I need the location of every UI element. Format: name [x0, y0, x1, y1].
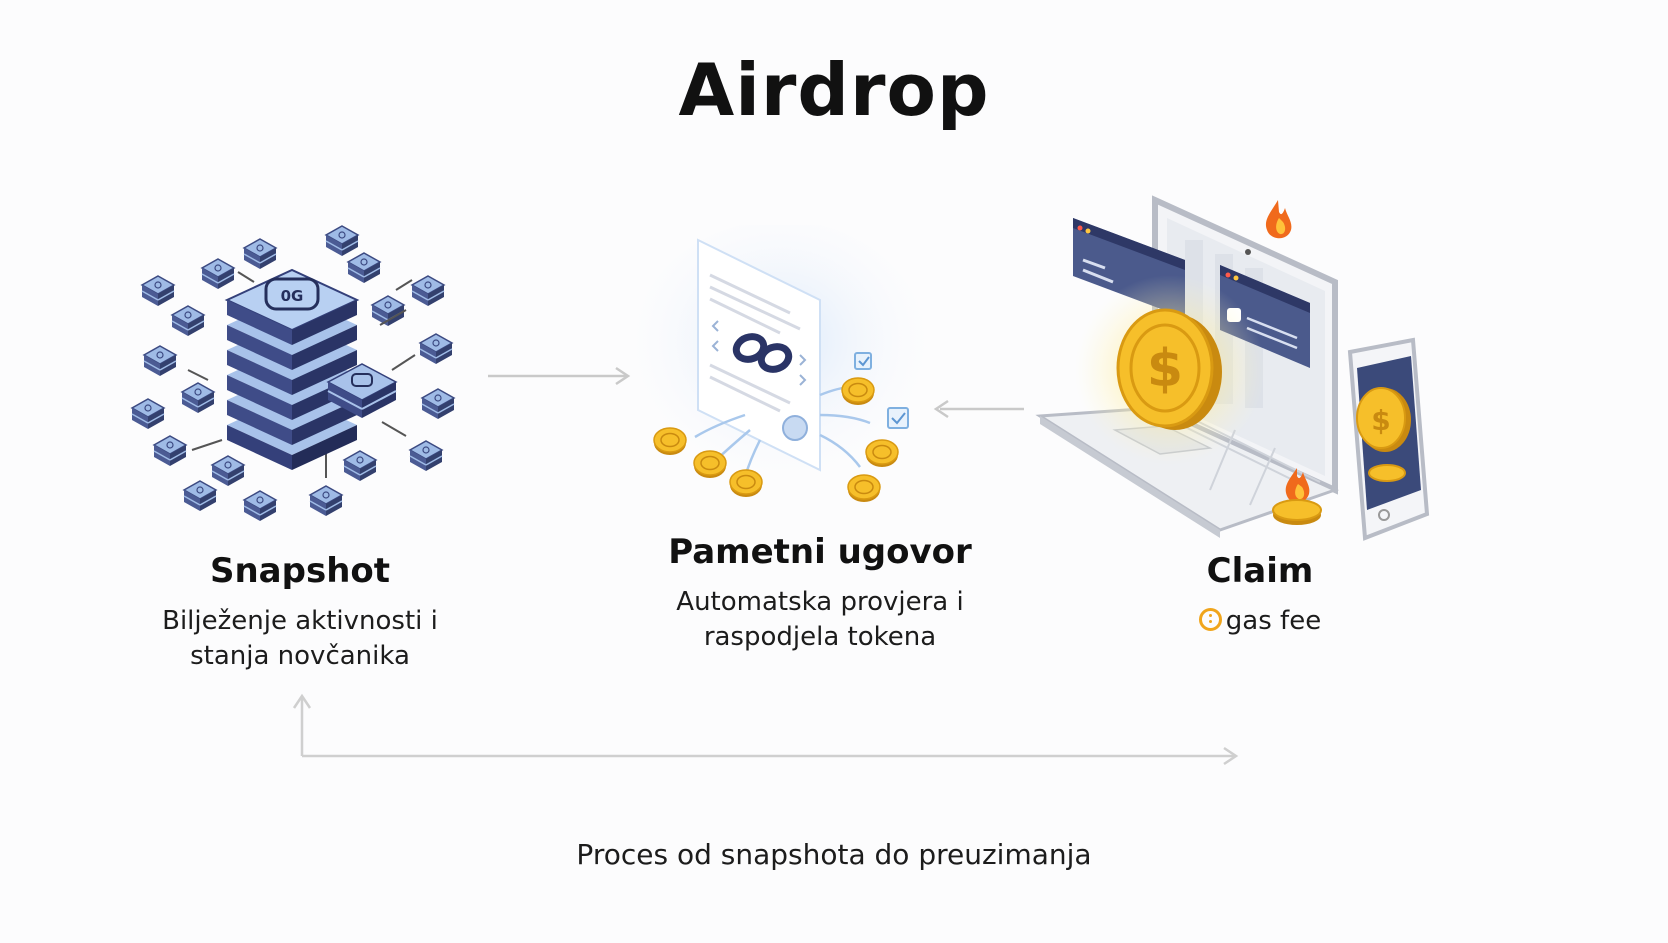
server-label: 0G [281, 287, 304, 305]
chain-link-icon [732, 333, 793, 373]
flame-icon [1265, 200, 1310, 503]
snapshot-illustration: 0G [131, 225, 455, 522]
flow-arrow-right [488, 366, 631, 386]
step-desc-claim: gas fee [1110, 604, 1410, 639]
coin-icon [1272, 499, 1322, 525]
gas-coin-icon [1198, 608, 1222, 631]
claim-illustration: $ $ [1035, 195, 1430, 541]
step-desc-snapshot: Bilježenje aktivnosti i stanja novčanika [110, 604, 490, 674]
process-caption: Proces od snapshota do preuzimanja [576, 838, 1092, 871]
gas-fee-label: gas fee [1225, 606, 1322, 636]
flow-arrow-left [933, 399, 1024, 419]
svg-text:$: $ [1147, 339, 1183, 399]
step-title-snapshot: Snapshot [209, 551, 391, 591]
process-arrow [292, 693, 1239, 766]
step-desc-line: raspodjela tokena [703, 622, 937, 652]
smart-contract-illustration [630, 225, 930, 503]
svg-text:$: $ [1371, 404, 1390, 437]
checkbox-icon [854, 352, 909, 429]
step-desc-smart-contract: Automatska provjera i raspodjela tokena [610, 585, 1030, 655]
step-title-smart-contract: Pametni ugovor [668, 532, 972, 572]
step-title-claim: Claim [1206, 551, 1314, 591]
server-stack-icon: 0G [224, 268, 398, 470]
step-desc-line: Automatska provjera i [676, 587, 964, 617]
step-desc-line: Bilježenje aktivnosti i [162, 606, 438, 636]
phone-icon: $ [1347, 337, 1430, 541]
coin-icon: $ [1116, 308, 1222, 430]
step-desc-line: stanja novčanika [190, 641, 410, 671]
page-title: Airdrop [678, 48, 990, 132]
